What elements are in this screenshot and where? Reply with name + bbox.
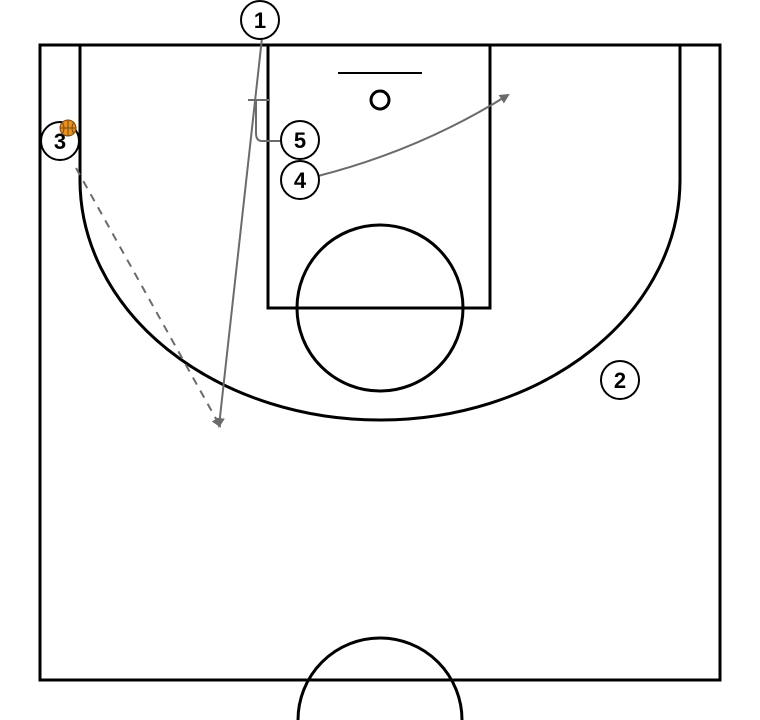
free-throw-circle	[295, 223, 465, 393]
player-4[interactable]: 4	[280, 160, 320, 200]
cut-path-1	[214, 37, 263, 428]
basket-rim	[369, 89, 391, 111]
player-3-label: 3	[54, 129, 66, 154]
player-5-label: 5	[294, 128, 306, 153]
player-1-label: 1	[254, 8, 266, 33]
player-4-label: 4	[294, 168, 307, 193]
cut-path-4	[317, 93, 510, 177]
center-circle	[296, 636, 464, 720]
player-1[interactable]: 1	[240, 0, 280, 40]
player-2[interactable]: 2	[600, 360, 640, 400]
pass-path-3-to-1	[75, 167, 221, 428]
basketball-icon	[59, 119, 77, 137]
three-point-line	[78, 45, 682, 422]
paint-lane	[266, 43, 492, 310]
player-2-label: 2	[614, 368, 626, 393]
screen-path-5	[255, 100, 282, 142]
player-5[interactable]: 5	[280, 120, 320, 160]
